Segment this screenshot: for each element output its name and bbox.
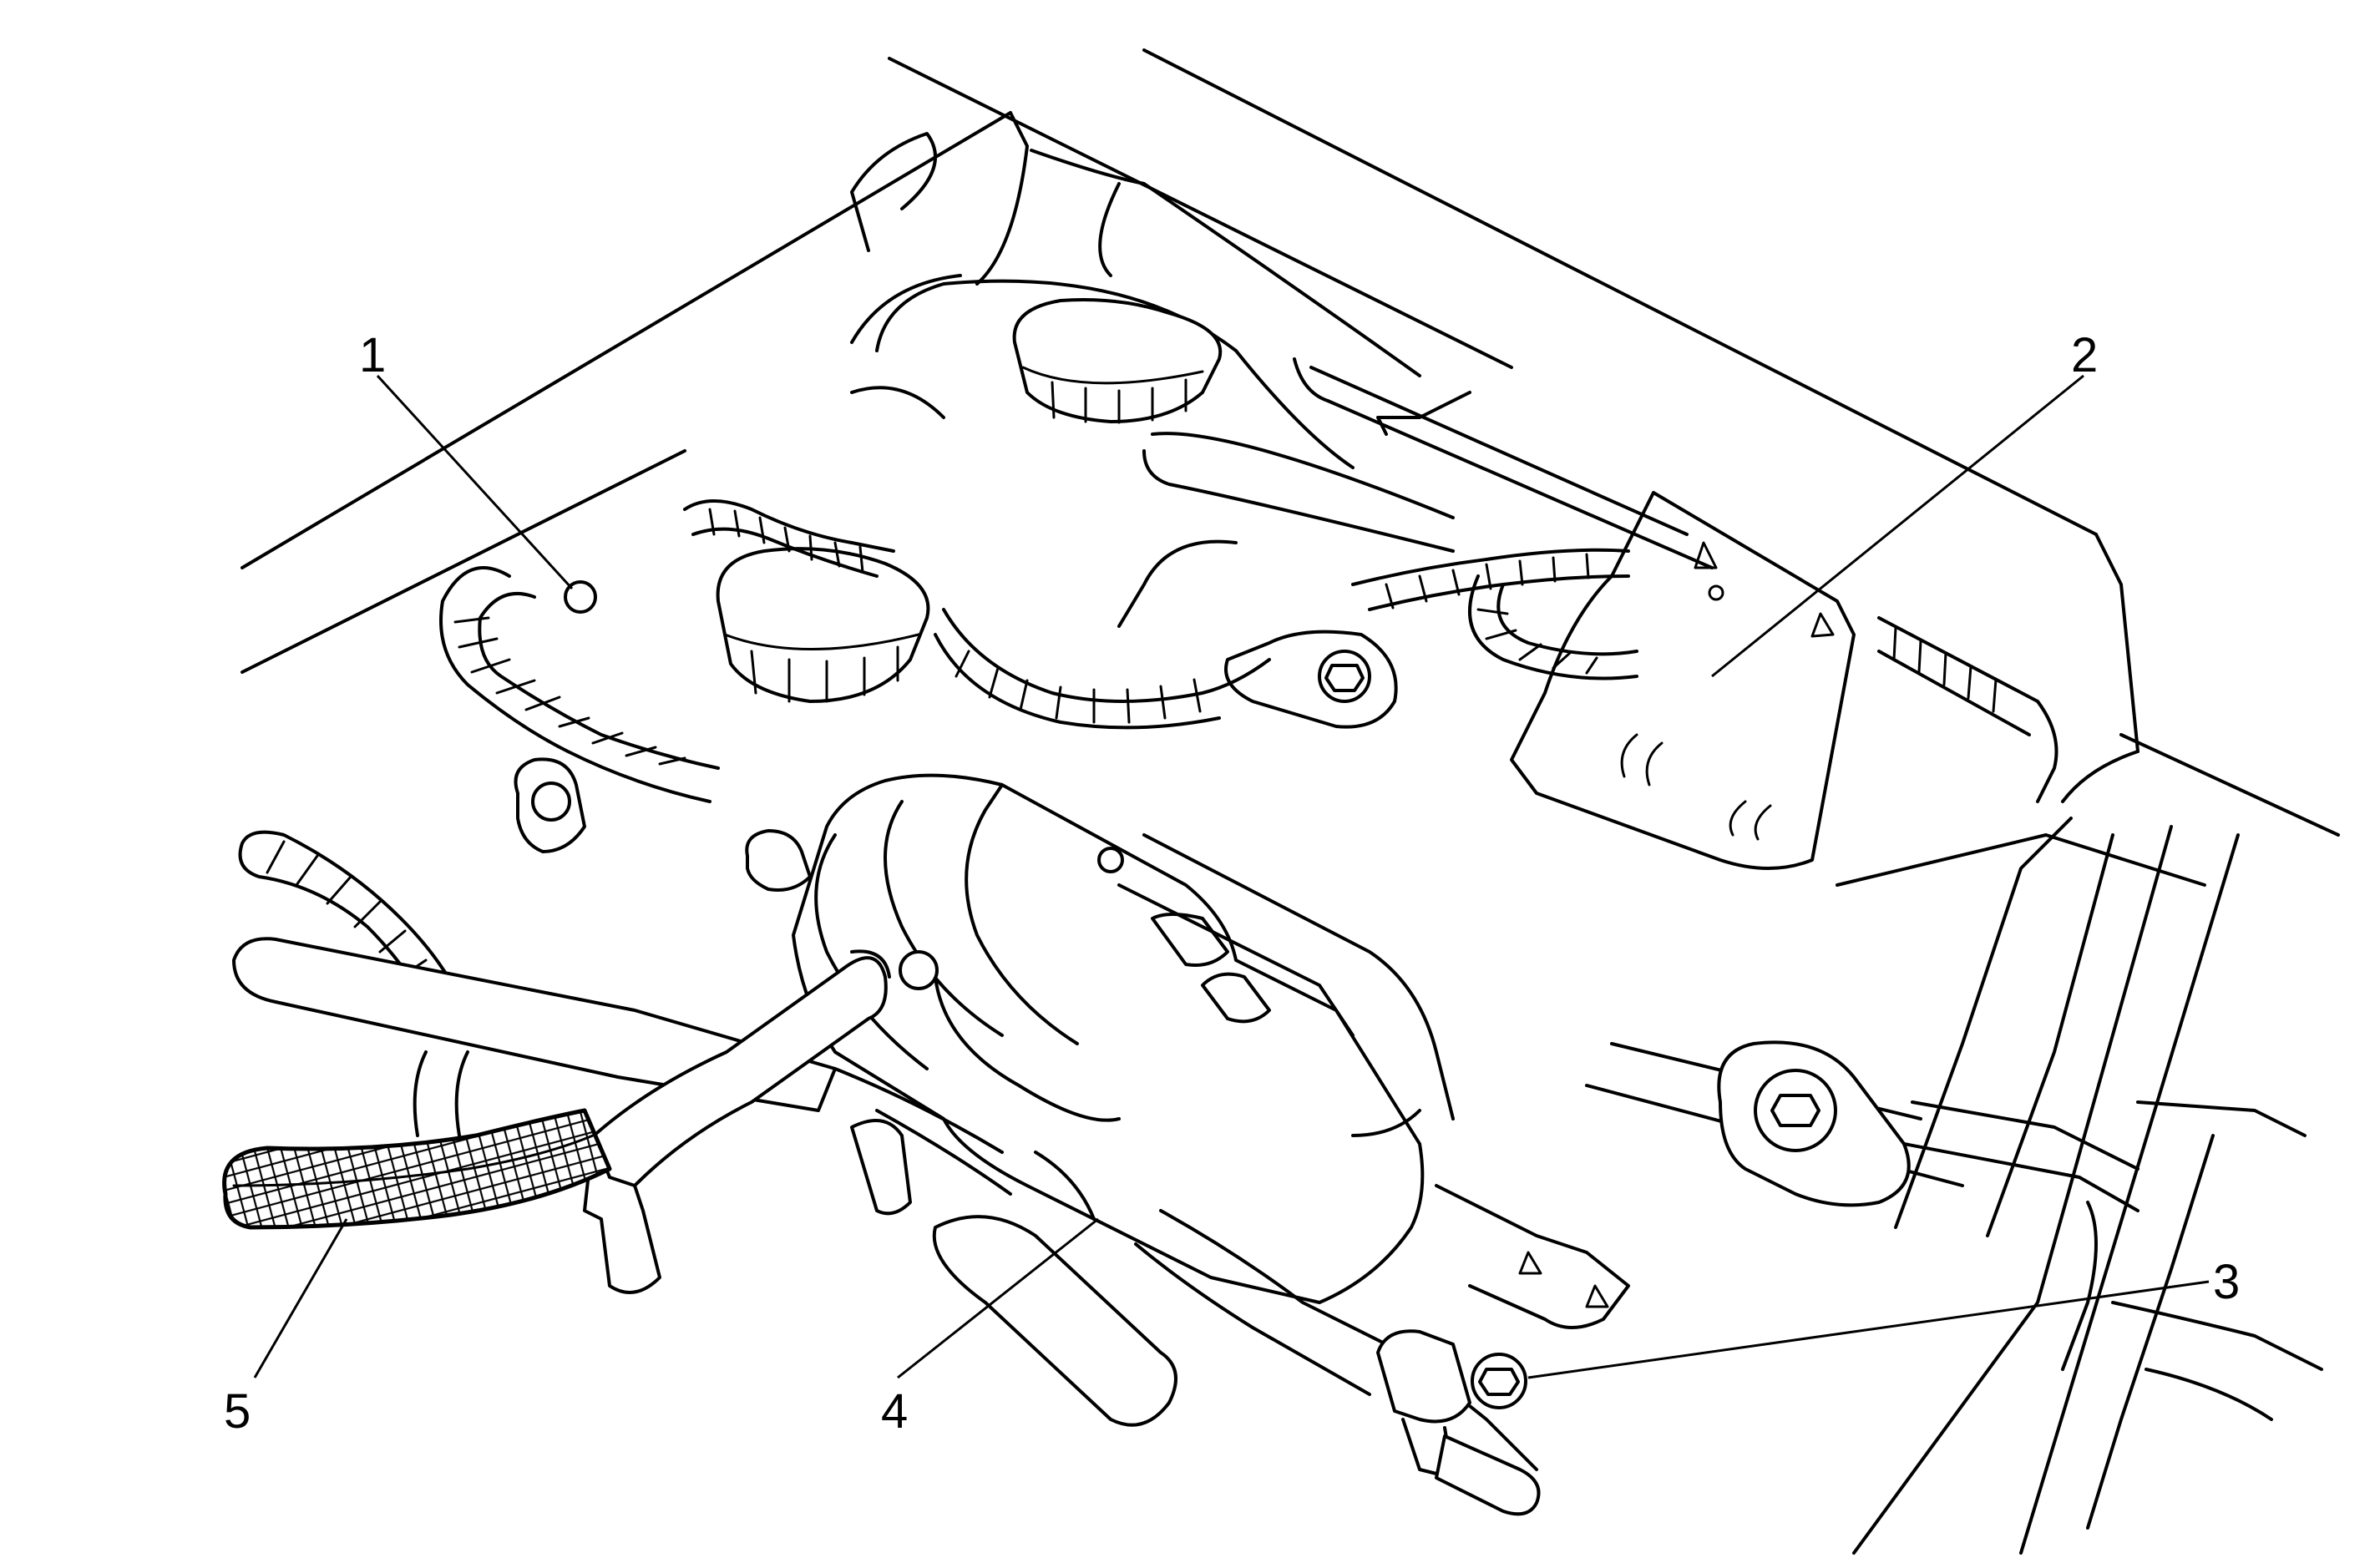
callout-2: 2 xyxy=(2071,328,2098,382)
callout-3: 3 xyxy=(2213,1255,2240,1309)
pump-motor xyxy=(792,773,1630,1329)
reservoir xyxy=(850,279,1355,469)
leader-line-4 xyxy=(897,1217,1099,1379)
leader-line-2 xyxy=(1711,374,2084,678)
upper-rod xyxy=(1142,357,1714,569)
left-fittings xyxy=(514,580,812,892)
body-panel xyxy=(241,48,2340,887)
reservoir-cap-lower xyxy=(716,547,930,703)
leader-lines xyxy=(253,374,2210,1379)
leader-line-1 xyxy=(376,374,574,590)
callout-1: 1 xyxy=(359,328,386,382)
mounting-bracket xyxy=(1510,491,1856,870)
wiring-harness xyxy=(439,499,2240,1555)
right-mount xyxy=(1717,1040,2323,1530)
bracket-arm xyxy=(1117,539,1398,729)
callout-4: 4 xyxy=(881,1384,908,1439)
callout-5: 5 xyxy=(224,1384,251,1439)
mesh-sleeve xyxy=(222,1108,612,1230)
leader-line-5 xyxy=(253,1218,348,1378)
sensor-connector xyxy=(1376,1329,1541,1516)
callout-labels: 1 2 3 4 5 xyxy=(224,328,2240,1439)
supply-hoses xyxy=(232,830,1538,1471)
reservoir-cap-upper xyxy=(1012,298,1223,424)
leader-line-3 xyxy=(1527,1280,2210,1379)
